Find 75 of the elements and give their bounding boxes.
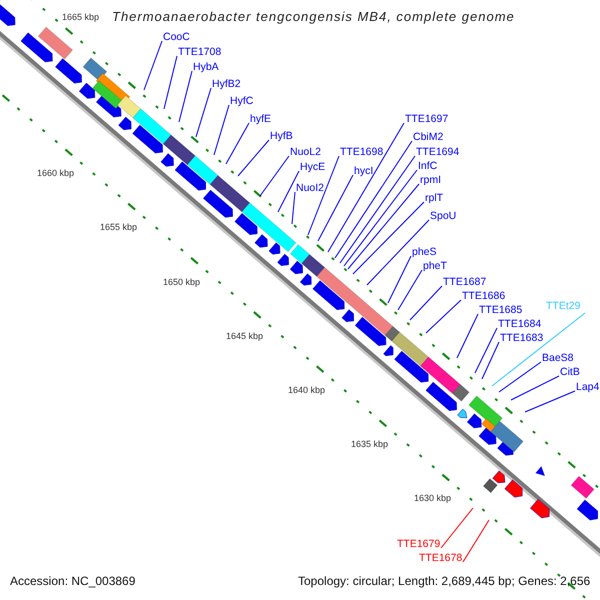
gene-label: NuoL2 <box>290 146 321 158</box>
leader-line <box>440 508 474 548</box>
scale-label: 1635 kbp <box>351 439 388 449</box>
leader-line <box>318 174 354 242</box>
gene-label: HycE <box>300 161 326 173</box>
gene-label: HybA <box>193 61 219 73</box>
scale-label: 1630 kbp <box>414 493 452 503</box>
scale-label: 1640 kbp <box>288 385 326 395</box>
leader-line <box>178 70 192 122</box>
scale-label: 1655 kbp <box>100 222 138 232</box>
gene-label: TTE1678 <box>419 552 462 564</box>
scale-label: 1665 kbp <box>62 12 100 22</box>
gene-label: TTE1694 <box>416 146 460 158</box>
leader-line <box>456 314 478 358</box>
leader-line <box>214 104 230 156</box>
leader-line <box>348 184 420 270</box>
title: Thermoanaerobacter tengcongensis MB4, complete genome <box>112 9 515 25</box>
gene-label: pheT <box>423 260 447 272</box>
leader-line <box>388 256 412 304</box>
leader-line <box>340 156 416 264</box>
leader-line <box>352 202 424 274</box>
gene-label: TTE1686 <box>462 290 506 302</box>
leader-line <box>226 122 250 164</box>
leader-line <box>366 220 430 286</box>
gene-label: TTE1685 <box>479 304 522 316</box>
gene-label: pheS <box>412 246 437 258</box>
leader-line <box>482 342 500 380</box>
gene-label: HyfC <box>230 95 254 107</box>
gene-label: HyfB <box>270 130 293 142</box>
gene-label: TTE1683 <box>500 332 544 344</box>
leader-line <box>474 328 498 374</box>
leader-line <box>410 286 442 320</box>
leader-line <box>238 140 270 176</box>
leader-line <box>292 192 296 224</box>
gene-label: Lap4 <box>576 381 600 393</box>
gene-label: BaeS8 <box>542 352 574 364</box>
gene-label: TTEt29 <box>546 300 580 312</box>
gene-label: TTE1684 <box>498 318 542 330</box>
gene-label: HyfB2 <box>212 78 241 90</box>
scale-label: 1645 kbp <box>226 331 264 341</box>
gene-label: SpoU <box>430 210 456 222</box>
leader-line <box>498 362 542 392</box>
gene-label: NuoI2 <box>296 182 324 194</box>
gene-label: CooC <box>163 31 190 43</box>
leader-line <box>278 170 300 212</box>
gene-label: TTE1687 <box>443 276 486 288</box>
leader-line <box>510 376 560 400</box>
leader-line <box>328 122 404 252</box>
leader-line <box>164 56 178 110</box>
gene-label: TTE1708 <box>178 46 222 58</box>
gene-label: TTE1679 <box>397 538 440 550</box>
leader-line <box>524 390 576 412</box>
scale-label: 1660 kbp <box>37 168 74 178</box>
leader-line <box>308 156 340 236</box>
gene-label: hyfE <box>250 113 272 125</box>
leader-line <box>462 520 490 562</box>
gene-label: hycI <box>354 165 374 177</box>
gene-label: TTE1698 <box>340 146 384 158</box>
footer-text: Topology: circular; Length: 2,689,445 bp; Genes: 2,656 <box>298 574 590 588</box>
leader-line <box>260 156 290 196</box>
leader-line <box>334 140 412 258</box>
gene-label: TTE1697 <box>405 113 448 125</box>
gene-label: InfC <box>418 160 438 172</box>
gene-label: CbiM2 <box>413 131 444 143</box>
footer-text: Accession: NC_003869 <box>10 574 136 588</box>
leader-line <box>344 170 418 266</box>
scale-label: 1650 kbp <box>163 277 200 287</box>
leader-line <box>398 270 422 310</box>
gene-label: rpmI <box>420 174 441 186</box>
leader-line <box>492 312 586 386</box>
gene-label: rplT <box>425 192 444 204</box>
gene-label: CitB <box>560 366 580 378</box>
leader-line <box>426 300 462 334</box>
leader-line <box>196 88 212 138</box>
leader-line <box>144 40 162 90</box>
